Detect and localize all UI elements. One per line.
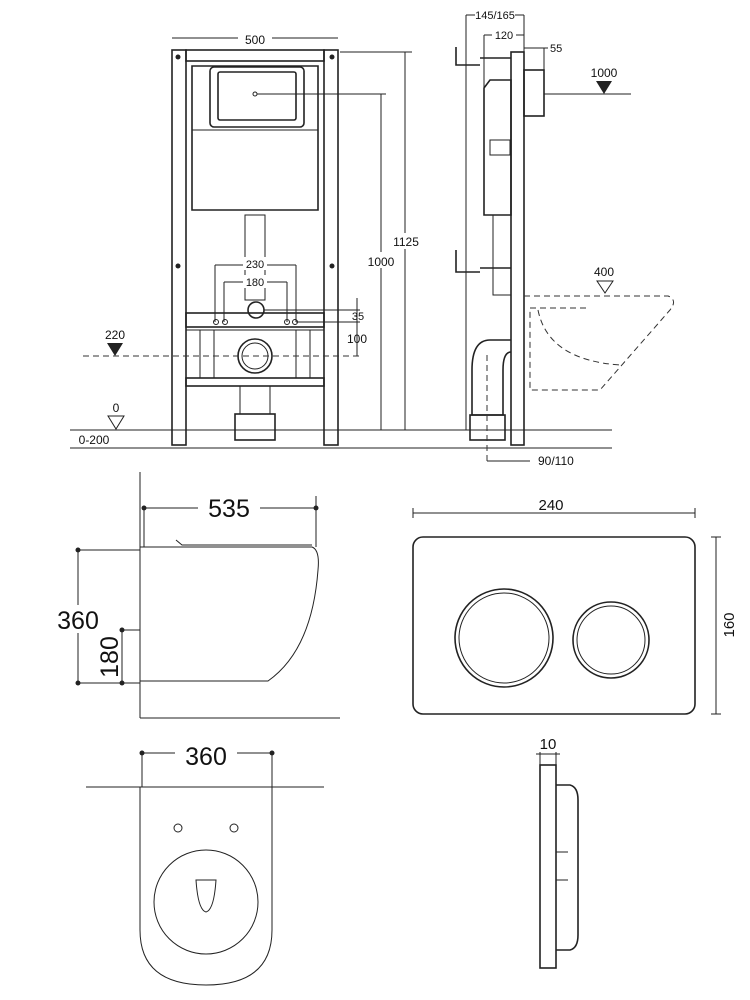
dim-plate-width: 240 xyxy=(538,497,563,514)
flush-plate-front: 240 160 xyxy=(412,497,738,715)
dim-plate-offset: 55 xyxy=(550,43,562,55)
dim-plate-thickness: 10 xyxy=(540,736,557,753)
level-marker-hollow-icon xyxy=(596,280,614,294)
full-flush-button xyxy=(454,588,554,688)
half-flush-button xyxy=(572,601,650,679)
dim-offset-100: 100 xyxy=(347,332,367,346)
side-view-dimensions: 145/165 120 55 1000 400 90/110 xyxy=(465,9,631,468)
floor-level-label: 0 xyxy=(113,401,120,415)
front-view-frame xyxy=(70,49,612,449)
level-marker-hollow-icon xyxy=(107,415,125,430)
flush-plate-side: 10 xyxy=(536,736,579,969)
dim-inlet-height: 180 xyxy=(96,636,124,678)
dim-frame-width: 500 xyxy=(245,33,265,47)
floor-adjust-label: 0-200 xyxy=(79,433,110,447)
dim-plate-height: 160 xyxy=(721,612,738,637)
dim-frame-depth: 120 xyxy=(495,30,513,42)
dim-offset-35: 35 xyxy=(352,311,364,323)
dim-toilet-width: 360 xyxy=(185,743,227,771)
dim-flush-height: 1000 xyxy=(368,255,395,269)
drain-level-label: 220 xyxy=(105,328,125,342)
dim-toilet-height: 360 xyxy=(57,607,99,635)
front-view-dimensions: 500 1125 1000 230 180 35 100 220 0 0-200 xyxy=(79,30,422,447)
dim-bolt-inner: 180 xyxy=(246,277,264,289)
dim-foot: 90/110 xyxy=(538,454,574,468)
side-view-frame xyxy=(455,47,674,446)
dim-toilet-length: 535 xyxy=(208,495,250,523)
level-marker-filled-icon xyxy=(107,343,123,356)
seat-level-label: 400 xyxy=(594,265,614,279)
flush-level-label: 1000 xyxy=(591,66,618,80)
dim-total-height: 1125 xyxy=(393,235,419,249)
toilet-side-view: 535 360 180 xyxy=(50,472,340,719)
toilet-top-view: 360 xyxy=(86,738,324,986)
dim-bolt-outer: 230 xyxy=(246,259,264,271)
dim-side-depth: 145/165 xyxy=(475,10,515,22)
level-marker-filled-icon xyxy=(596,81,612,94)
